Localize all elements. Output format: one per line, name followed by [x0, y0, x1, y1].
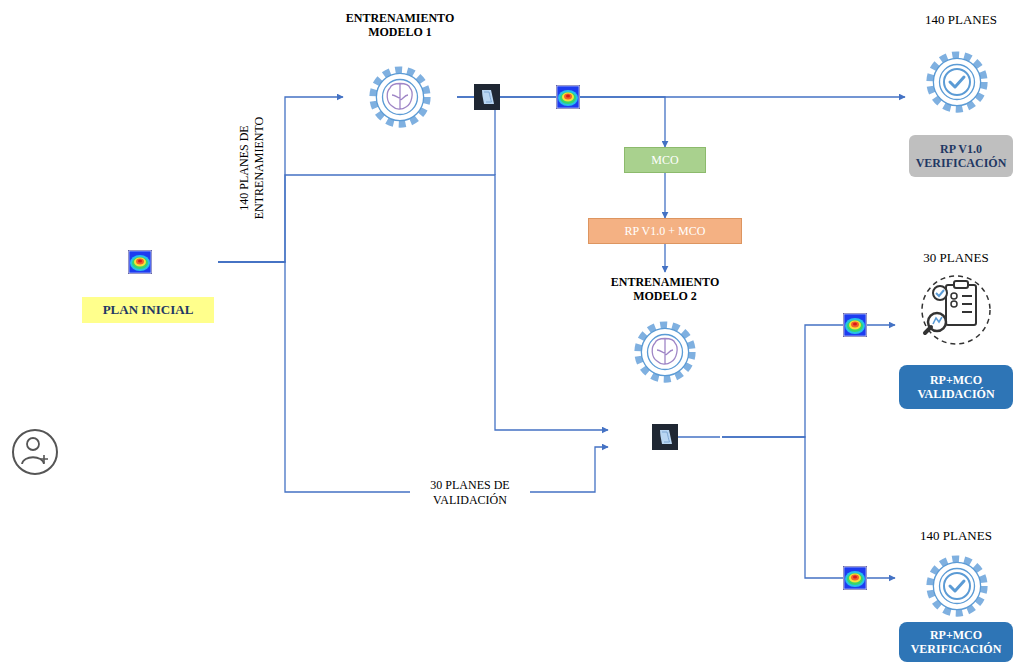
icon-part — [950, 581, 964, 591]
training-step: ENTRENAMIENTO MODELO 2 — [608, 272, 722, 452]
icon-part — [638, 325, 692, 379]
plan-count: 30 PLANES — [895, 250, 1017, 265]
icon-part — [933, 286, 947, 300]
status-badge: RP+MCO VALIDACIÓN — [899, 365, 1013, 409]
validation-step: 30 PLANES RP+MCO VALIDACIÓN — [895, 250, 1017, 415]
dose-map-icon — [556, 85, 580, 109]
plan-count: 140 PLANES — [905, 12, 1017, 27]
icon-part — [925, 327, 931, 333]
icon-part — [13, 430, 57, 474]
icon-part — [922, 276, 990, 344]
verification-step: 140 PLANES RP+MCO VERIFICACIÓN — [895, 528, 1017, 664]
model-icon — [652, 424, 678, 450]
icon-part — [678, 436, 720, 437]
start-plan: PLAN INICIAL — [78, 245, 218, 325]
verification-gear-icon — [930, 559, 984, 613]
flow-arrow — [218, 97, 343, 262]
icon-part — [944, 69, 970, 95]
flow-arrow — [722, 325, 895, 437]
icon-part — [652, 339, 677, 365]
status-badge: PLAN INICIAL — [82, 297, 214, 323]
status-badge: RP+MCO VERIFICACIÓN — [899, 622, 1013, 662]
icon-part — [387, 84, 412, 110]
process-box: MCO — [624, 147, 706, 173]
process-box: RP V1.0 + MCO — [588, 218, 742, 244]
training-gear-icon — [638, 325, 692, 379]
icon-part — [930, 55, 984, 109]
verification-gear-icon — [930, 55, 984, 109]
connector-group — [218, 97, 905, 578]
training-gear-icon — [373, 70, 427, 124]
icon-part — [494, 110, 495, 175]
icon-part — [930, 559, 984, 613]
box-label: RP V1.0 + MCO — [588, 218, 742, 244]
status-badge: RP V1.0 VERIFICACIÓN — [909, 135, 1013, 177]
plan-count: 140 PLANES — [895, 528, 1017, 543]
user-link — [59, 452, 66, 453]
verification-step: 140 PLANES RP V1.0 VERIFICACIÓN — [905, 12, 1017, 180]
flow-label: 140 PLANES DE ENTRENAMIENTO — [237, 98, 267, 238]
icon-part — [962, 296, 972, 312]
icon-part — [40, 455, 48, 463]
step-heading: ENTRENAMIENTO MODELO 1 — [343, 8, 457, 39]
dose-map-icon — [843, 566, 867, 590]
icon-part — [936, 290, 944, 296]
icon-part — [933, 317, 942, 324]
flow-arrow — [218, 262, 608, 492]
icon-part — [373, 70, 427, 124]
dose-map-icon — [128, 250, 152, 274]
icon-part — [950, 77, 964, 87]
box-label: MCO — [624, 147, 706, 173]
icon-part — [951, 301, 957, 307]
flow-arrow — [722, 437, 895, 578]
icon-part — [951, 293, 957, 299]
step-heading: ENTRENAMIENTO MODELO 2 — [608, 272, 722, 303]
layout-wire — [495, 110, 720, 437]
flow-label: 30 PLANES DE VALIDACIÓN — [410, 478, 530, 508]
flow-arrow — [218, 175, 608, 430]
training-step: ENTRENAMIENTO MODELO 1 — [343, 8, 457, 132]
icon-part — [27, 438, 39, 450]
user-icon — [13, 430, 57, 474]
icon-part — [944, 573, 970, 599]
icon-part — [954, 281, 968, 288]
model-icon — [474, 84, 500, 110]
validation-clipboard-icon — [922, 276, 990, 344]
flow-arrow — [664, 244, 665, 272]
icon-part — [946, 285, 976, 325]
dose-map-icon — [843, 313, 867, 337]
flow-arrow — [664, 173, 665, 218]
